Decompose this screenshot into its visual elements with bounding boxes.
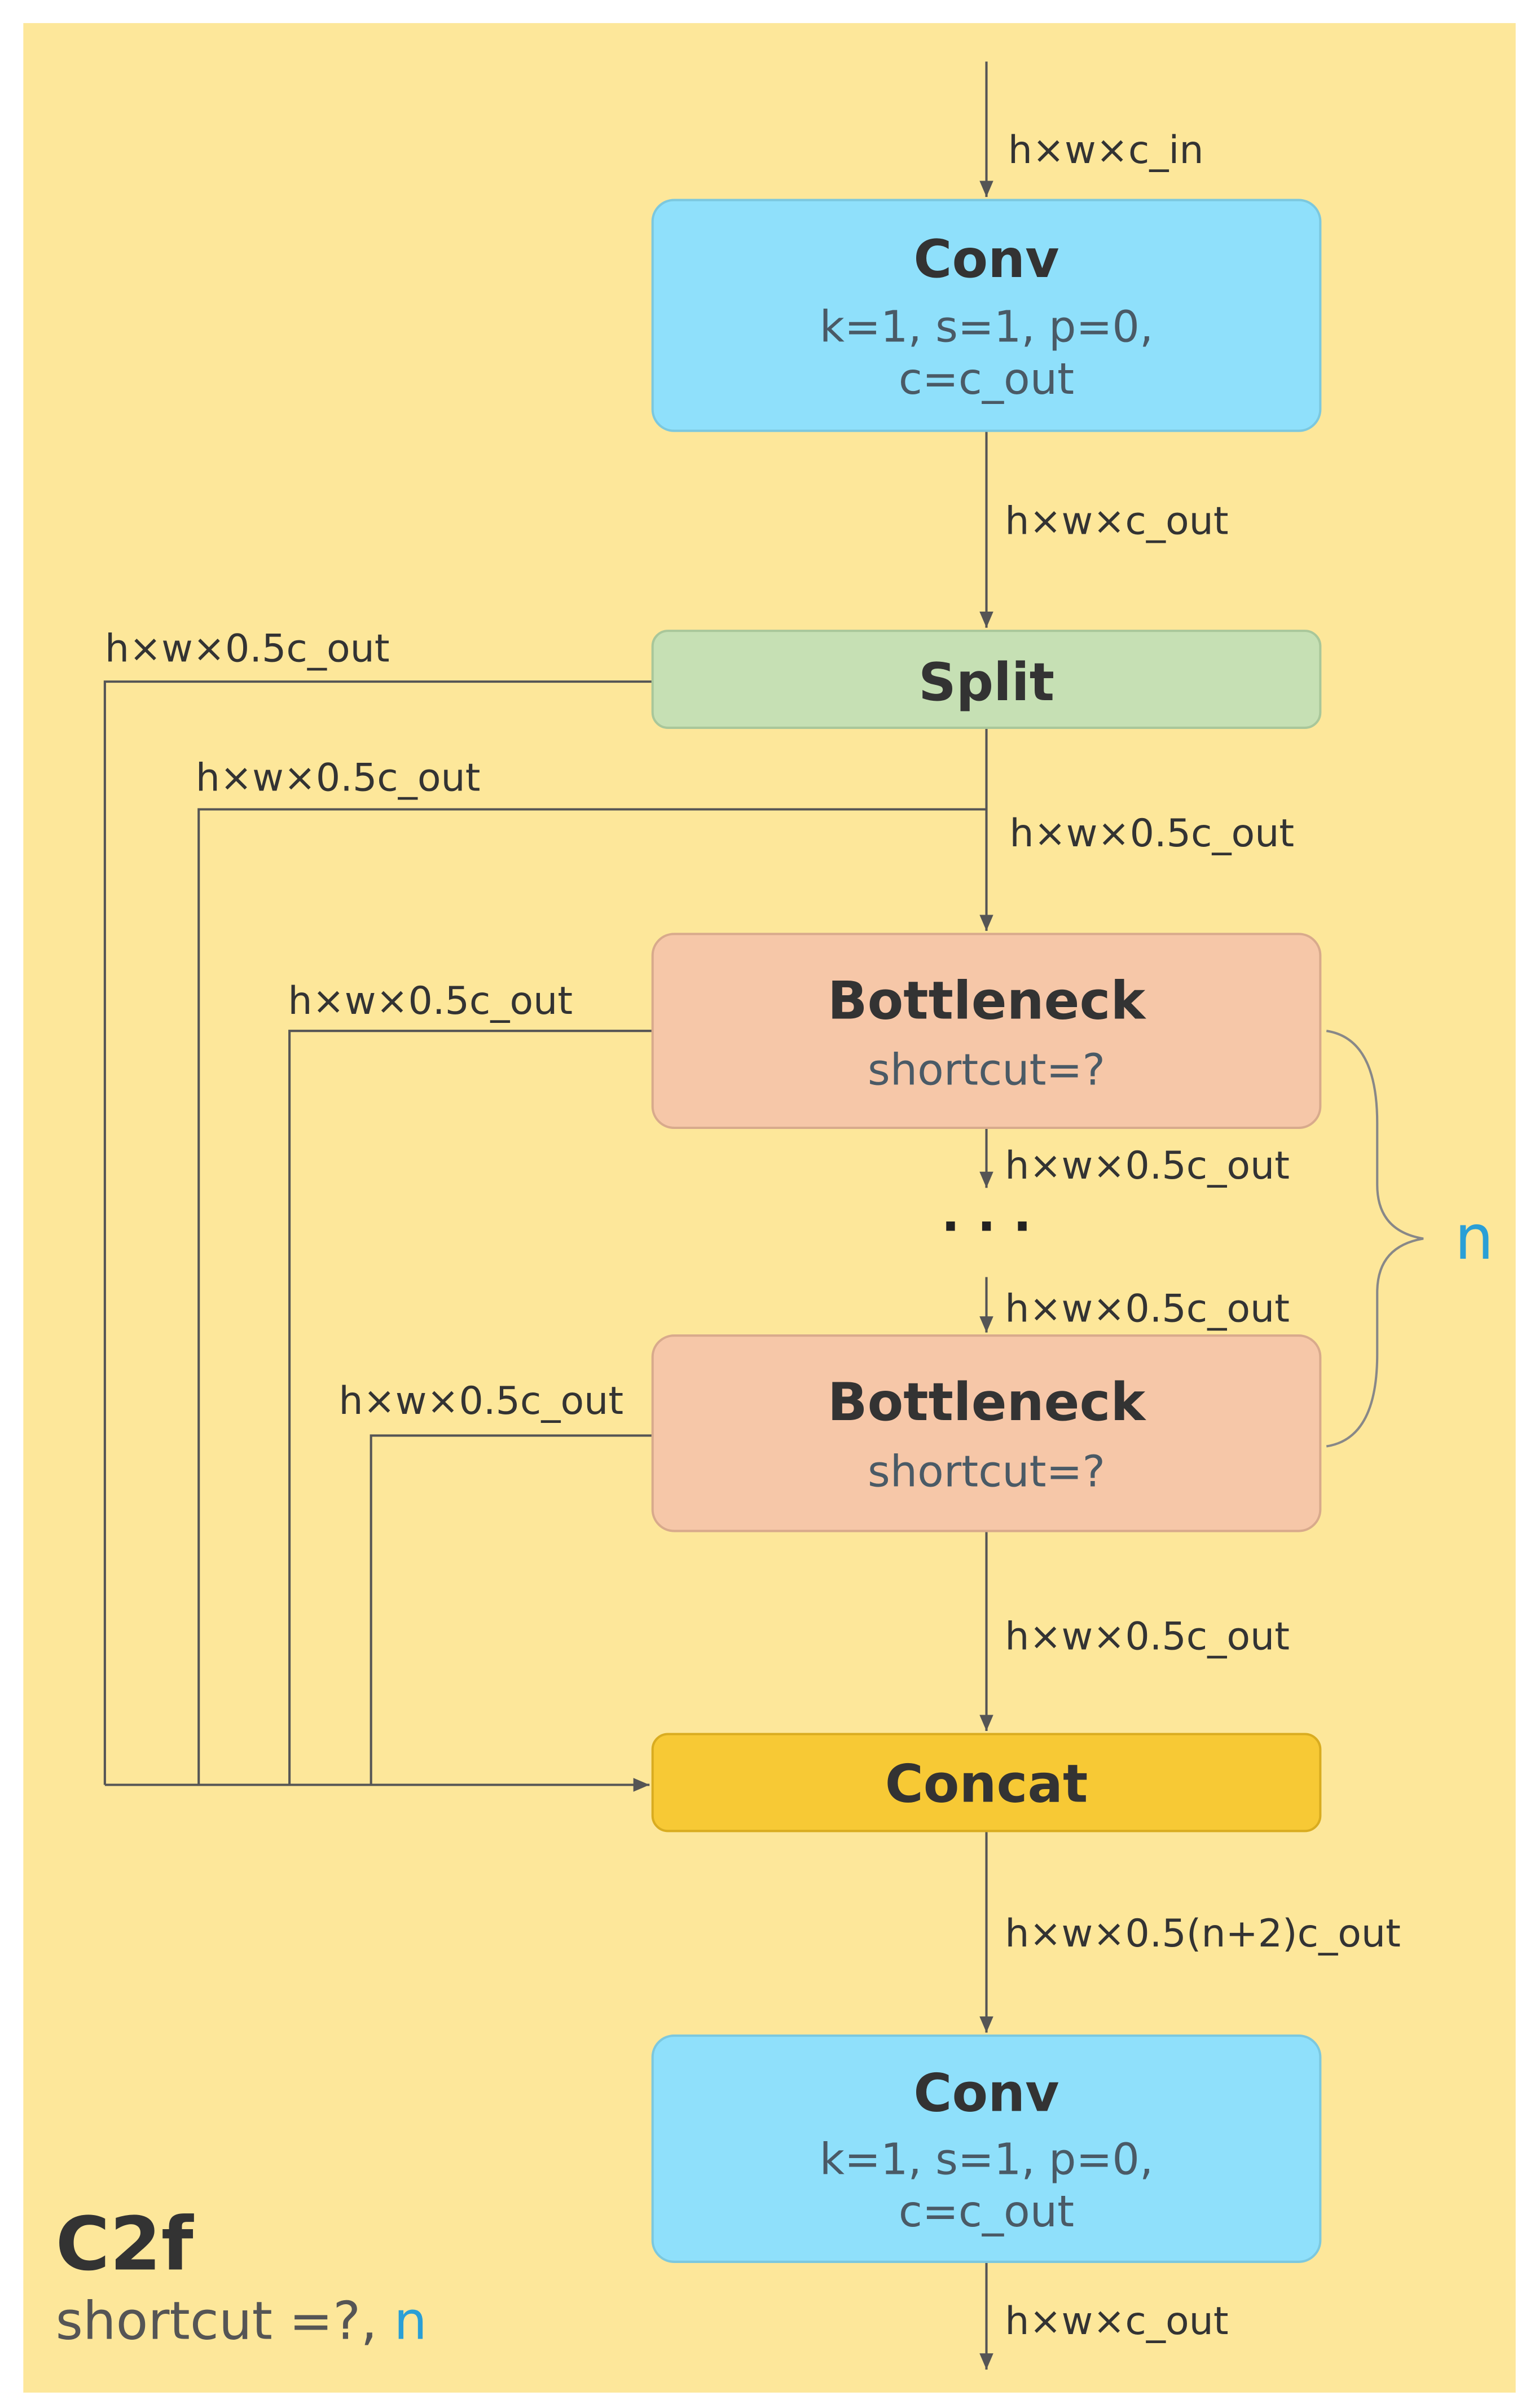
edge-label-concat-out: h×w×0.5(n+2)c_out	[1005, 1912, 1401, 1956]
edge-label-split-skip-1: h×w×0.5c_out	[105, 627, 390, 671]
conv-params: k=1, s=1, p=0,	[820, 302, 1154, 352]
skip-connection-lines	[103, 680, 987, 1792]
module-name: C2f	[56, 2201, 195, 2287]
conv-title: Conv	[913, 229, 1059, 289]
edge-label-split-to-bottleneck: h×w×0.5c_out	[1009, 811, 1294, 856]
edge-label-bottleneck2-skip: h×w×0.5c_out	[338, 1379, 623, 1423]
edge-label-output: h×w×c_out	[1005, 2299, 1228, 2344]
repeat-count-label: n	[1454, 1202, 1493, 1273]
conv-channels: c=c_out	[899, 354, 1074, 405]
conv-block-input: Conv k=1, s=1, p=0, c=c_out	[651, 199, 1322, 432]
concat-title: Concat	[885, 1754, 1088, 1814]
conv-block-output: Conv k=1, s=1, p=0, c=c_out	[651, 2034, 1322, 2263]
module-params-shortcut: shortcut =?,	[56, 2290, 394, 2351]
concat-block: Concat	[651, 1733, 1322, 1833]
edge-label-input: h×w×c_in	[1008, 128, 1204, 173]
conv-title: Conv	[913, 2063, 1059, 2124]
edge-label-conv-to-split: h×w×c_out	[1005, 499, 1228, 543]
repeat-brace	[1326, 1030, 1424, 1448]
bottleneck-title: Bottleneck	[828, 970, 1147, 1031]
conv-channels: c=c_out	[899, 2187, 1074, 2237]
split-block: Split	[651, 630, 1322, 729]
module-params-n: n	[394, 2290, 427, 2351]
ellipsis: · · ·	[941, 1198, 1031, 1255]
edge-label-bottleneck1-skip: h×w×0.5c_out	[288, 979, 573, 1023]
edge-label-bottleneck1-out: h×w×0.5c_out	[1005, 1144, 1290, 1188]
conv-params: k=1, s=1, p=0,	[820, 2134, 1154, 2185]
edge-label-split-skip-2: h×w×0.5c_out	[196, 756, 481, 801]
bottleneck-block-2: Bottleneck shortcut=?	[651, 1334, 1322, 1532]
bottleneck-block-1: Bottleneck shortcut=?	[651, 933, 1322, 1130]
edge-label-bottleneck2-out: h×w×0.5c_out	[1005, 1615, 1290, 1659]
edge-label-bottleneck2-in: h×w×0.5c_out	[1005, 1287, 1290, 1332]
bottleneck-title: Bottleneck	[828, 1372, 1147, 1433]
split-title: Split	[918, 652, 1054, 713]
bottleneck-shortcut: shortcut=?	[868, 1045, 1105, 1096]
bottleneck-shortcut: shortcut=?	[868, 1447, 1105, 1497]
module-params: shortcut =?, n	[56, 2290, 427, 2351]
